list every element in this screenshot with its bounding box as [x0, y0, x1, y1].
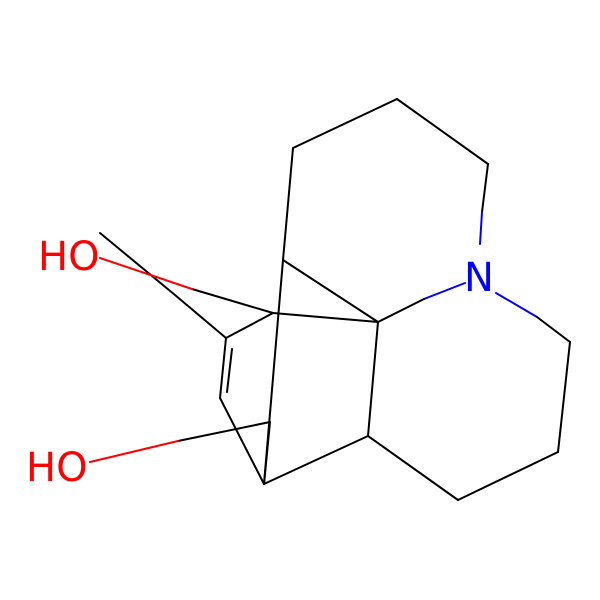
bond-line [219, 337, 227, 399]
bond-line [263, 435, 369, 485]
bond-line [367, 435, 459, 501]
bond-line [99, 232, 176, 296]
bond-line [174, 294, 227, 339]
bond-line [191, 288, 274, 314]
bond-line [282, 147, 294, 261]
atom-label-layer: HO HO N [26, 234, 494, 491]
bond-layer [89, 98, 571, 501]
bond-line [479, 211, 483, 245]
bond-line [423, 282, 466, 300]
bond-line [282, 259, 379, 323]
bond-line [536, 316, 571, 343]
bond-line [457, 451, 559, 501]
bond-line [481, 163, 489, 213]
bond-line [219, 397, 265, 485]
bond-line [495, 292, 538, 318]
bond-line [89, 440, 179, 463]
bond-line [292, 98, 398, 149]
bond-line [225, 312, 274, 339]
bond-line [272, 312, 379, 323]
atom-label-ho-upper: HO [38, 234, 100, 280]
bond-line [263, 421, 271, 485]
atom-label-nitrogen: N [464, 255, 494, 301]
atom-label-ho-lower: HO [26, 445, 88, 491]
bond-line [99, 257, 193, 290]
bond-line [557, 341, 571, 453]
bond-line [377, 298, 425, 323]
bond-line [396, 98, 489, 165]
bond-line [226, 348, 233, 393]
bond-line [367, 321, 379, 437]
bond-line [177, 421, 271, 442]
